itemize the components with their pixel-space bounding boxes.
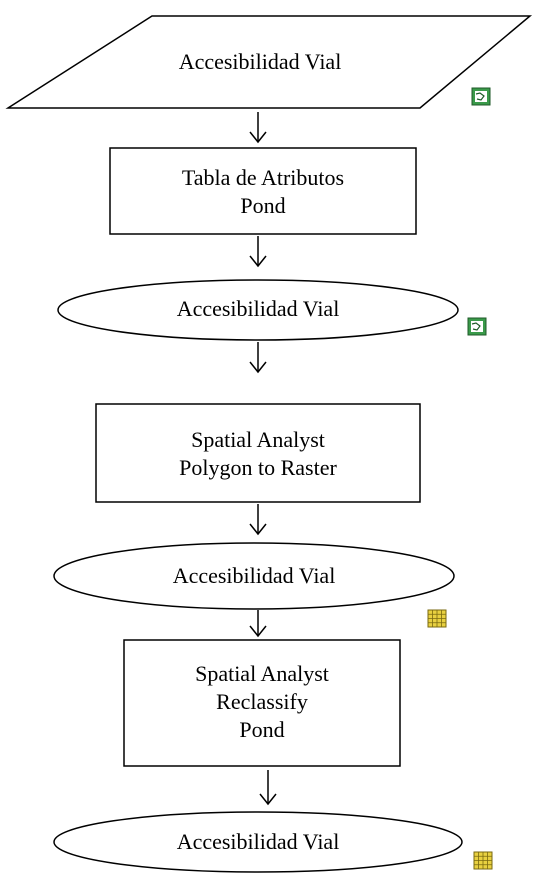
node-label-line: Spatial Analyst <box>191 427 325 452</box>
raster-grid-icon <box>473 851 493 870</box>
node-label-line: Polygon to Raster <box>179 455 337 480</box>
arrow-1 <box>249 112 267 144</box>
node-label-line: Spatial Analyst <box>195 661 329 686</box>
node-label-output-3: Accesibilidad Vial <box>108 828 408 856</box>
arrow-3 <box>249 342 267 374</box>
node-label-line: Accesibilidad Vial <box>176 829 340 854</box>
node-label-reclassify: Spatial Analyst Reclassify Pond <box>124 660 400 744</box>
ellipse-output-1 <box>57 279 459 341</box>
ellipse-output-3 <box>53 811 463 873</box>
attribute-table-box <box>109 147 417 235</box>
raster-grid-icon <box>427 609 447 628</box>
node-label-input: Accesibilidad Vial <box>110 48 410 76</box>
polygon-layer-icon <box>467 317 487 336</box>
arrow-4 <box>249 504 267 536</box>
node-label-line: Accesibilidad Vial <box>178 49 342 74</box>
node-label-line: Reclassify <box>216 689 308 714</box>
node-label-output-2: Accesibilidad Vial <box>104 562 404 590</box>
node-label-output-1: Accesibilidad Vial <box>108 295 408 323</box>
input-parallelogram <box>5 15 533 109</box>
arrow-2 <box>249 236 267 268</box>
node-label-line: Pond <box>239 717 285 742</box>
arrow-5 <box>249 610 267 638</box>
reclassify-box <box>123 639 401 767</box>
polygon-layer-icon <box>471 87 491 106</box>
node-label-line: Tabla de Atributos <box>181 165 345 190</box>
arrow-6 <box>259 770 277 806</box>
node-label-attribute-table: Tabla de Atributos Pond <box>110 164 416 220</box>
node-label-polygon-to-raster: Spatial Analyst Polygon to Raster <box>96 426 420 482</box>
ellipse-output-2 <box>53 542 455 610</box>
polygon-to-raster-box <box>95 403 421 503</box>
node-label-line: Accesibilidad Vial <box>176 296 340 321</box>
node-label-line: Accesibilidad Vial <box>172 563 336 588</box>
node-label-line: Pond <box>240 193 286 218</box>
